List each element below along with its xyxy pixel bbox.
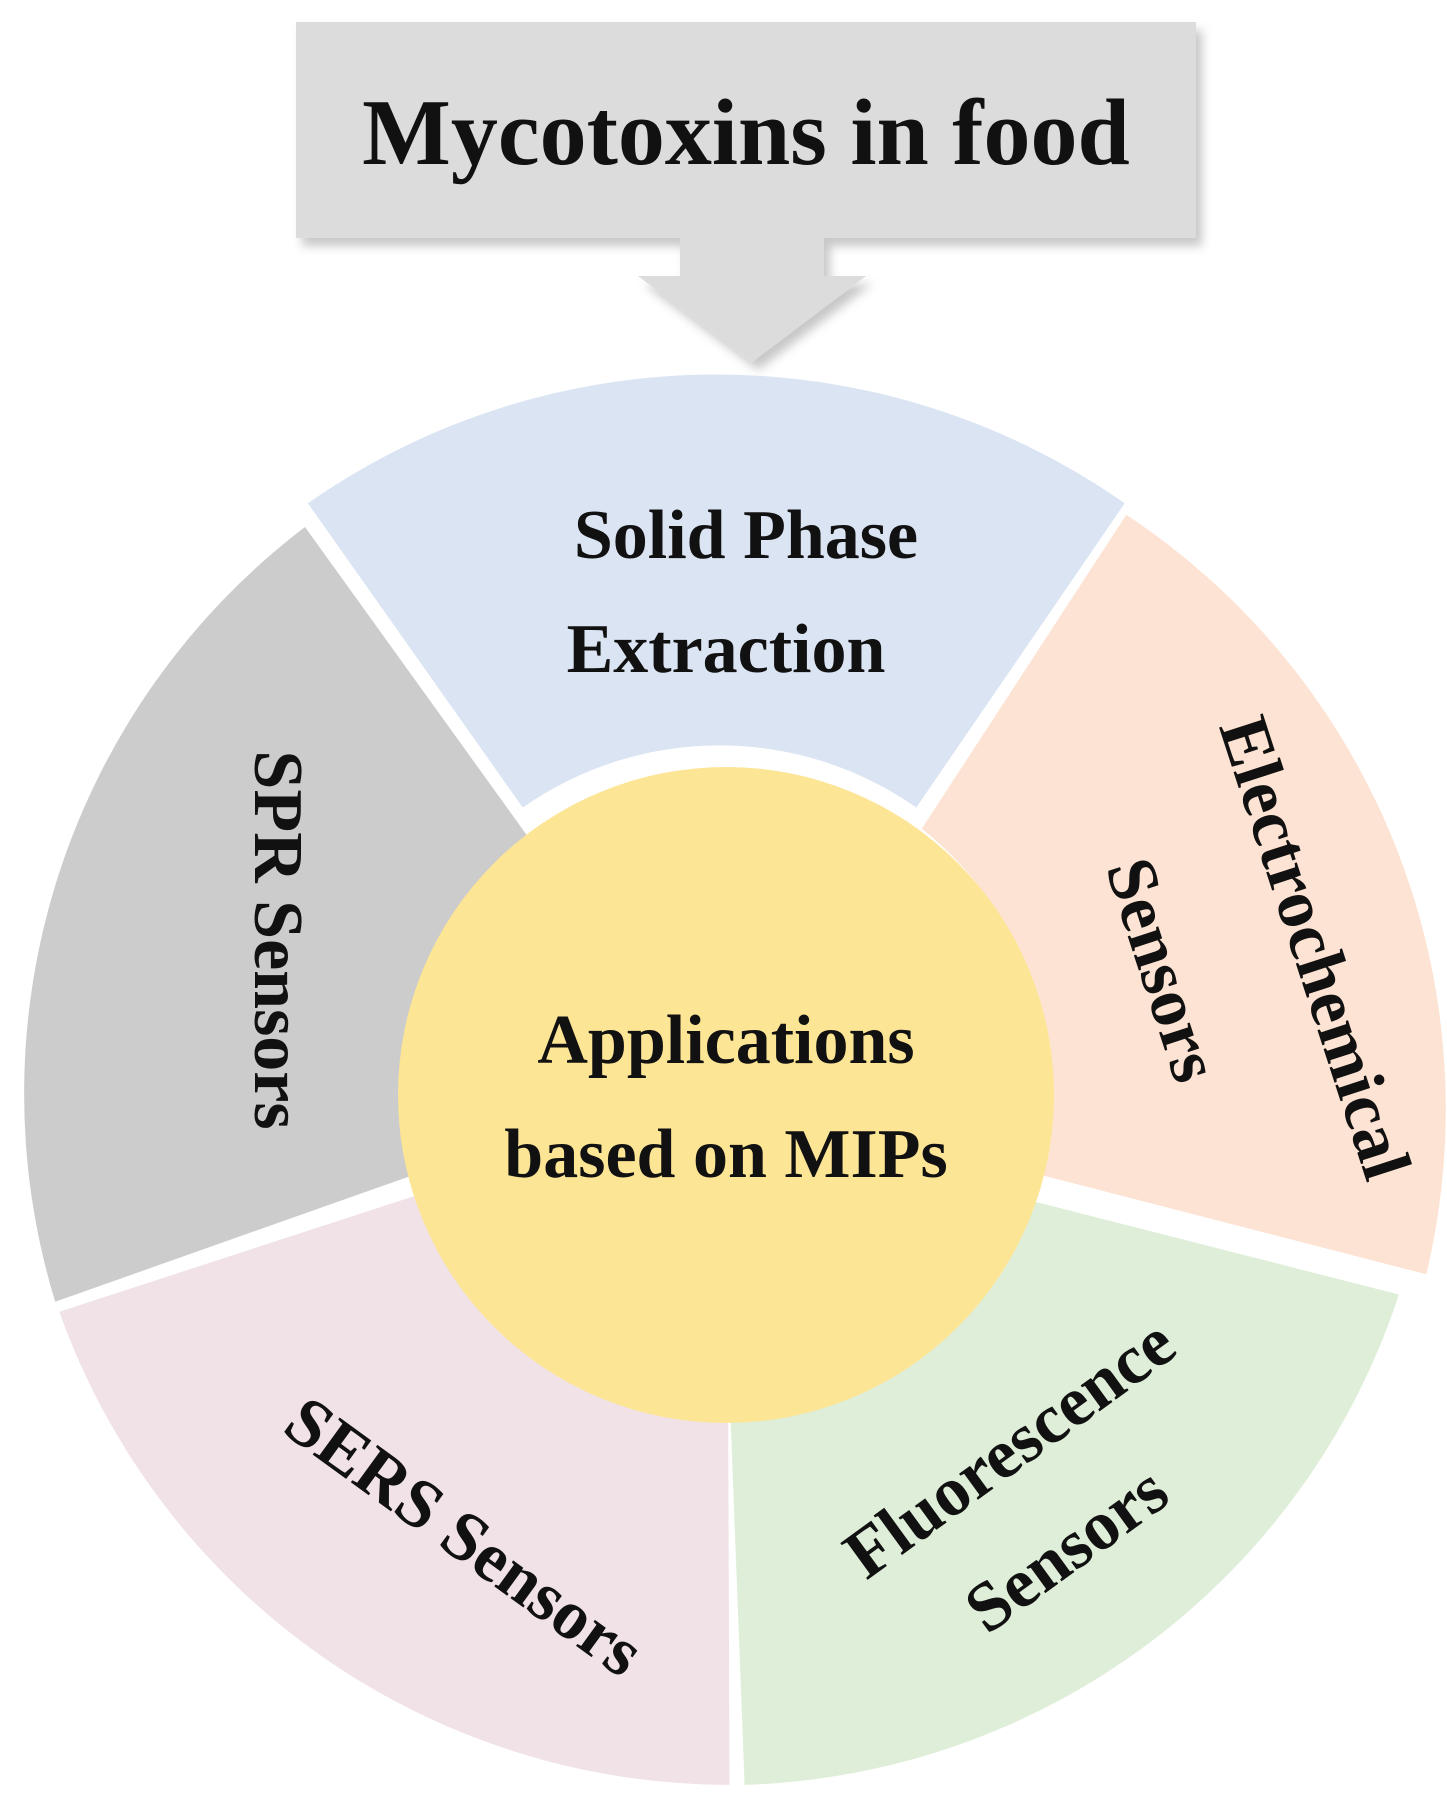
header-box xyxy=(296,22,1196,362)
header-title: Mycotoxins in food xyxy=(362,81,1130,185)
header-callout xyxy=(296,22,1196,362)
center-label-line2: based on MIPs xyxy=(504,1116,947,1193)
segment-fluorescence-sensors xyxy=(730,1199,1399,1785)
segment-label-extraction: Extraction xyxy=(567,611,886,688)
center-circle xyxy=(398,767,1054,1423)
segment-label-solid-phase: Solid Phase xyxy=(574,497,918,574)
segment-label-spr-sensors: SPR Sensors xyxy=(239,750,316,1129)
center-label-line1: Applications xyxy=(537,1002,914,1079)
segment-sers-sensors xyxy=(59,1194,730,1785)
ring xyxy=(24,374,1446,1785)
segment-solid-phase-extraction xyxy=(307,374,1125,808)
